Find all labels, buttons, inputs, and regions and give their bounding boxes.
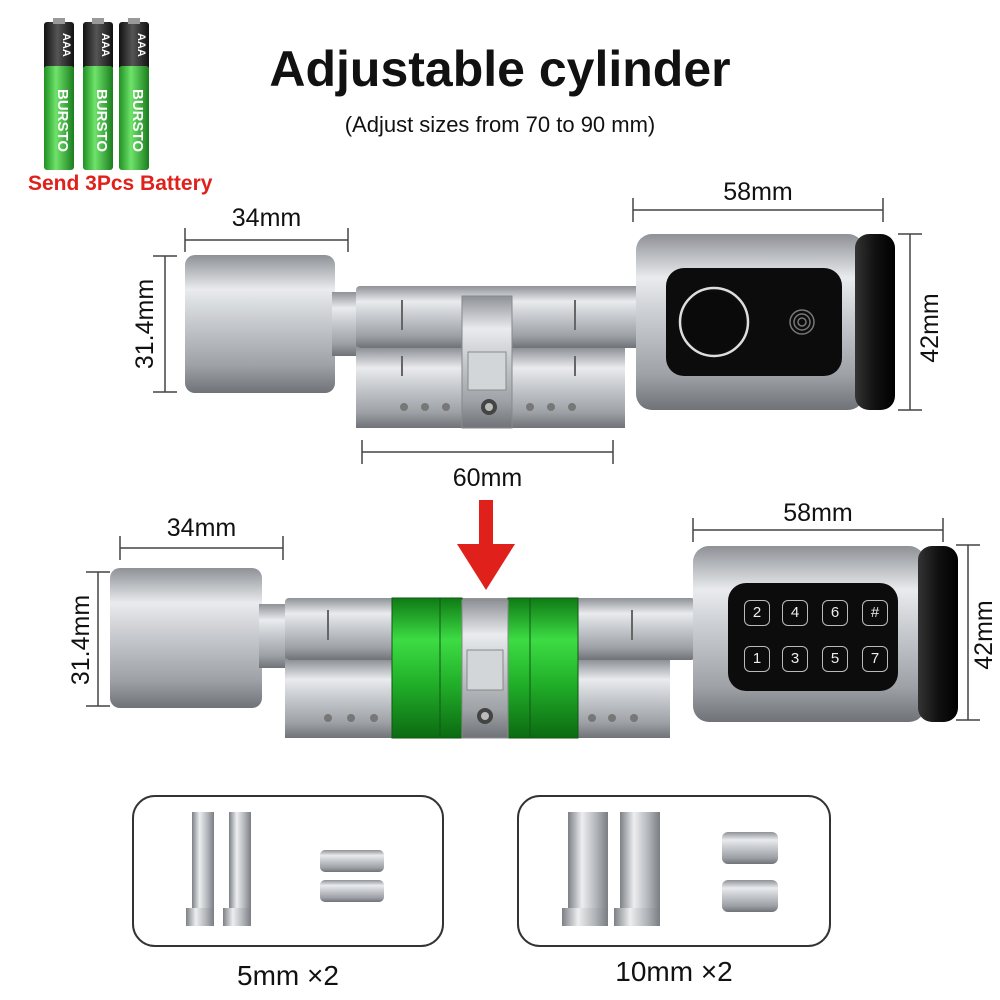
bottom-head-height-label: 42mm <box>970 600 998 670</box>
battery-icon <box>83 18 113 170</box>
bottom-knob-height-label: 31.4mm <box>67 594 95 686</box>
keypad-key: # <box>862 600 888 626</box>
accessory-label-10mm: 10mm ×2 <box>615 956 733 987</box>
bottom-knob-width-label: 34mm <box>166 514 237 542</box>
accessory-box-5mm <box>132 795 444 947</box>
keypad-key: 1 <box>744 646 770 672</box>
top-head-height-label: 42mm <box>916 293 944 363</box>
keypad-key: 5 <box>822 646 848 672</box>
fingerprint-icon <box>789 309 815 335</box>
bottom-lock-illustration <box>86 518 980 739</box>
top-knob-height-label: 31.4mm <box>131 278 159 370</box>
accessory-box-10mm <box>517 795 831 947</box>
top-knob-width-label: 34mm <box>231 204 302 232</box>
battery-size-label: AAA <box>135 33 147 57</box>
battery-icon <box>119 18 149 170</box>
keypad-key: 3 <box>782 646 808 672</box>
bottom-head-width-label: 58mm <box>783 499 853 527</box>
keypad-key: 7 <box>862 646 888 672</box>
top-head-width-label: 58mm <box>723 178 793 206</box>
fingerprint-sensor <box>678 286 750 358</box>
battery-brand-label: BURSTO <box>93 89 110 153</box>
keypad-key: 6 <box>822 600 848 626</box>
page-title: Adjustable cylinder <box>269 41 731 97</box>
page-subtitle: (Adjust sizes from 70 to 90 mm) <box>344 112 656 137</box>
top-body-length-label: 60mm <box>452 464 523 492</box>
battery-size-label: AAA <box>60 33 72 57</box>
battery-brand-label: BURSTO <box>129 89 146 153</box>
battery-brand-label: BURSTO <box>54 89 71 153</box>
keypad-key: 2 <box>744 600 770 626</box>
keypad-key: 4 <box>782 600 808 626</box>
top-lock-illustration <box>153 198 922 464</box>
battery-label: Send 3Pcs Battery <box>28 172 213 195</box>
extension-spacer <box>391 597 579 739</box>
battery-icon <box>44 18 74 170</box>
knob <box>185 255 335 393</box>
accessory-label-5mm: 5mm ×2 <box>237 960 339 991</box>
keypad-panel <box>728 583 898 691</box>
battery-size-label: AAA <box>99 33 111 57</box>
keypad: 2 4 6 # 1 3 5 7 <box>740 596 890 680</box>
batteries-group <box>44 18 149 170</box>
red-arrow-icon <box>457 500 515 590</box>
